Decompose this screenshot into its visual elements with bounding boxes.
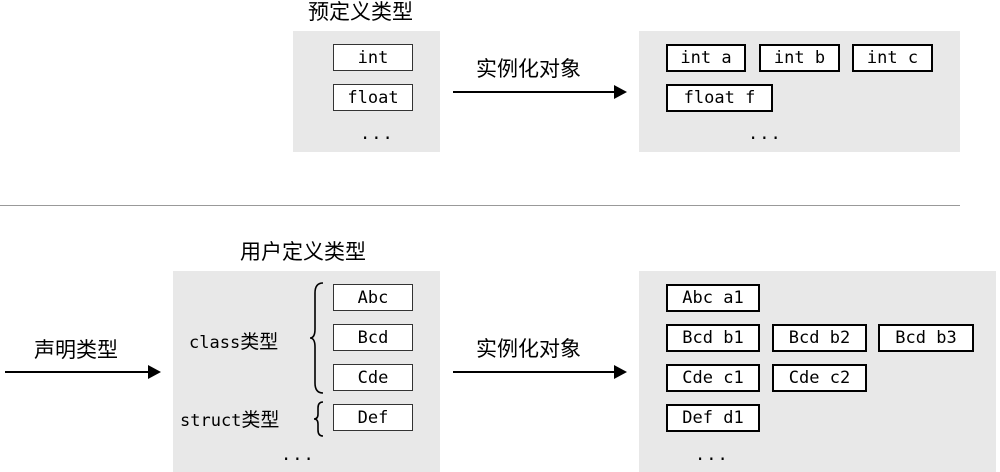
user-defined-types-panel: class类型 Abc Bcd Cde struct类型 Def ... <box>173 271 440 472</box>
instance-box-bcd-b3: Bcd b3 <box>878 324 974 352</box>
instance-box-int-a: int a <box>666 44 746 72</box>
class-type-box-cde: Cde <box>333 364 413 391</box>
class-brace <box>309 282 324 394</box>
instance-box-int-c: int c <box>852 44 933 72</box>
instance-box-cde-c1: Cde c1 <box>666 364 760 392</box>
instance-box-def-d1: Def d1 <box>666 404 760 432</box>
instance-box-bcd-b1: Bcd b1 <box>666 324 760 352</box>
bottom-instantiate-arrow <box>453 365 627 379</box>
struct-type-box-def: Def <box>333 404 413 431</box>
declare-type-label: 声明类型 <box>34 338 118 362</box>
struct-type-text: 类型 <box>241 409 280 431</box>
bottom-arrow-label: 实例化对象 <box>476 337 581 361</box>
class-type-text: 类型 <box>240 331 279 353</box>
instance-box-int-b: int b <box>759 44 840 72</box>
top-arrow-label: 实例化对象 <box>476 57 581 81</box>
class-type-label: class类型 <box>189 327 278 354</box>
type-box-int: int <box>333 44 413 71</box>
struct-keyword: struct <box>180 411 242 431</box>
predefined-types-title: 预定义类型 <box>308 0 413 24</box>
section-divider <box>0 205 960 206</box>
user-instances-ellipsis: ... <box>695 445 729 465</box>
instance-box-bcd-b2: Bcd b2 <box>772 324 867 352</box>
instance-box-abc-a1: Abc a1 <box>666 284 760 312</box>
instances-ellipsis: ... <box>748 124 782 144</box>
struct-type-label: struct类型 <box>180 405 279 432</box>
top-instantiate-arrow <box>453 85 627 99</box>
instance-box-float-f: float f <box>666 84 773 112</box>
predefined-instances-panel: int a int b int c float f ... <box>639 31 960 152</box>
class-keyword: class <box>189 333 241 353</box>
class-type-box-bcd: Bcd <box>333 324 413 351</box>
struct-brace <box>313 401 324 437</box>
instance-box-cde-c2: Cde c2 <box>772 364 867 392</box>
type-box-float: float <box>333 84 413 111</box>
types-ellipsis: ... <box>360 124 394 144</box>
user-defined-instances-panel: Abc a1 Bcd b1 Bcd b2 Bcd b3 Cde c1 Cde c… <box>639 271 996 472</box>
class-type-box-abc: Abc <box>333 284 413 311</box>
predefined-types-panel: int float ... <box>293 31 440 152</box>
declare-arrow <box>5 365 161 379</box>
user-types-ellipsis: ... <box>281 445 315 465</box>
user-defined-types-title: 用户定义类型 <box>240 240 366 264</box>
